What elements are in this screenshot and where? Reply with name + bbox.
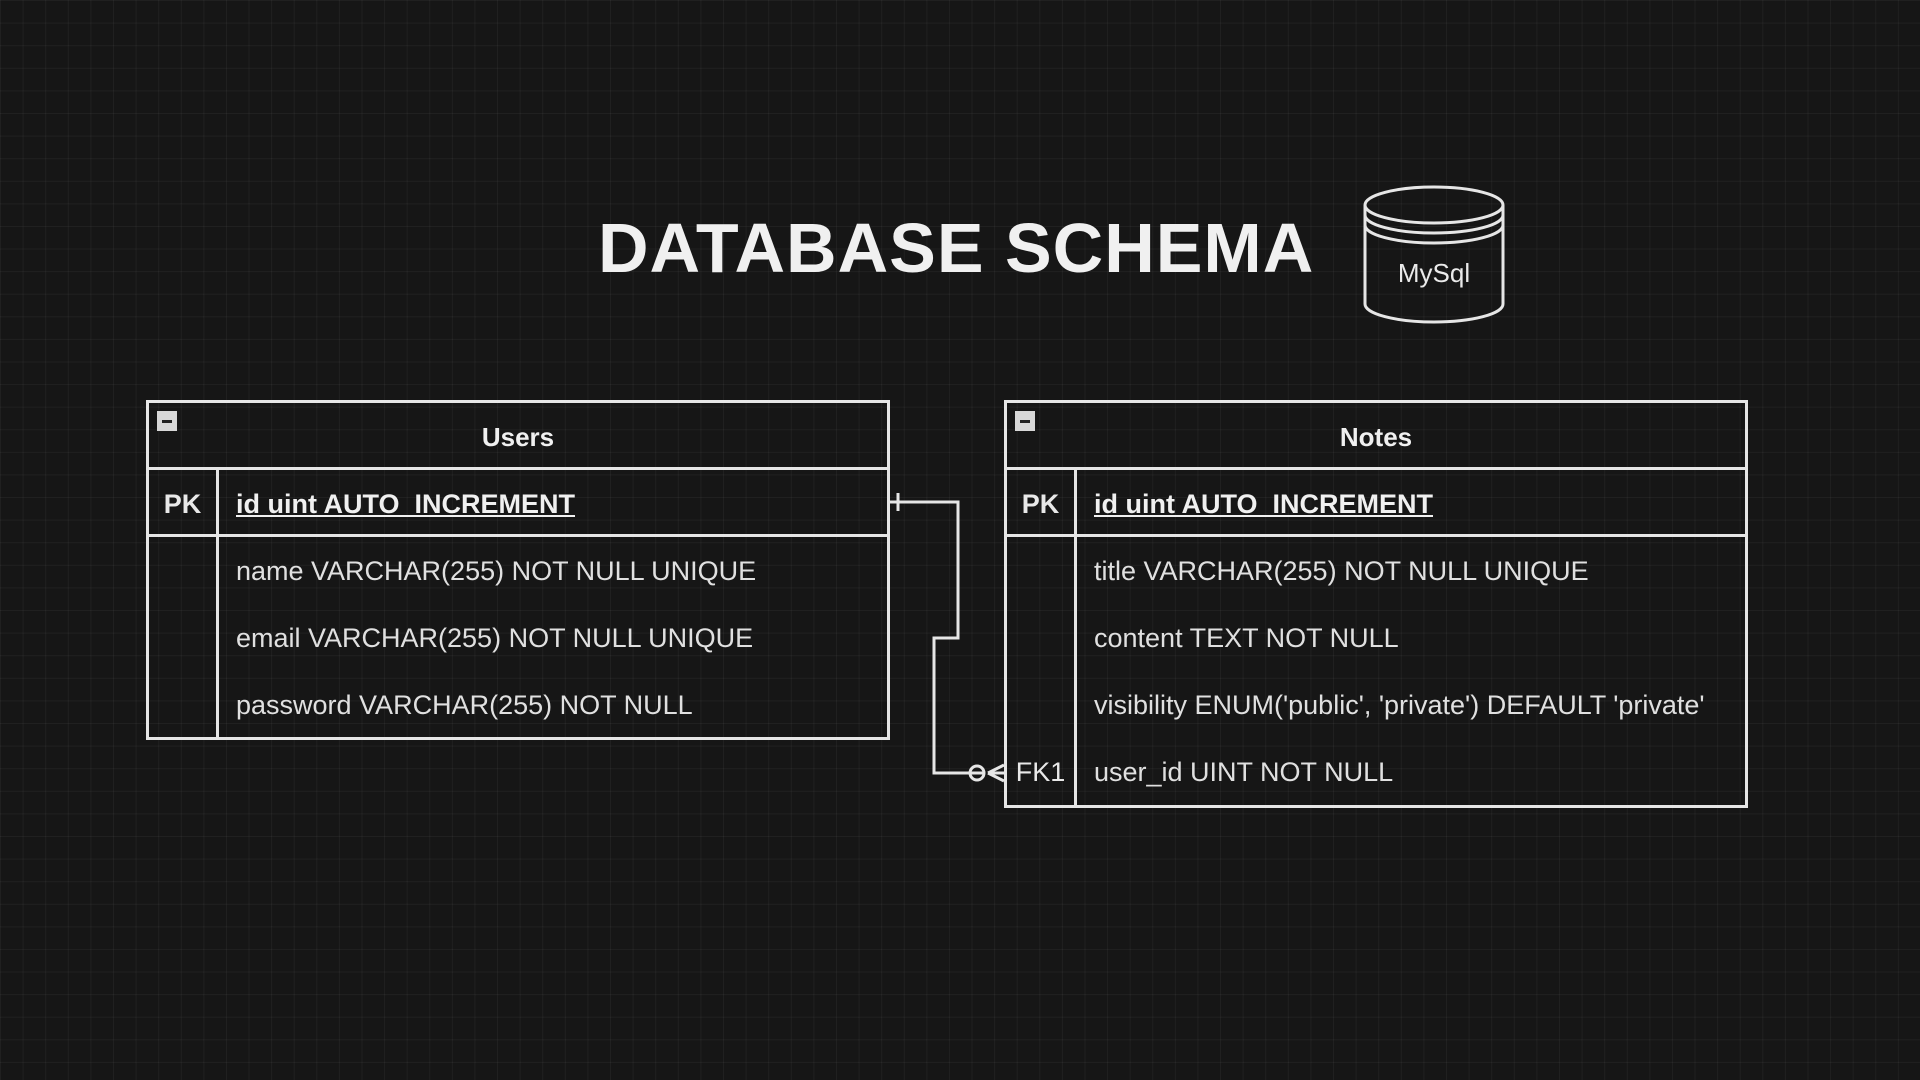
cylinder-database-icon (1363, 185, 1505, 324)
field-text: id uint AUTO_INCREMENT (236, 489, 575, 519)
table-row[interactable]: email VARCHAR(255) NOT NULL UNIQUE (149, 604, 887, 671)
notes-table-name: Notes (1339, 422, 1413, 452)
field-text: password VARCHAR(255) NOT NULL (236, 690, 693, 720)
table-row[interactable]: name VARCHAR(255) NOT NULL UNIQUE (149, 537, 887, 604)
users-table[interactable]: Users PK id uint AUTO_INCREMENT name VAR… (146, 400, 890, 740)
table-row[interactable]: FK1 user_id UINT NOT NULL (1007, 738, 1745, 805)
connector-line (890, 500, 985, 775)
notes-table-header: Notes (1007, 403, 1745, 470)
collapse-icon[interactable] (1015, 411, 1035, 431)
field-text: id uint AUTO_INCREMENT (1094, 489, 1433, 519)
table-row[interactable]: password VARCHAR(255) NOT NULL (149, 671, 887, 738)
key-label: PK (163, 489, 202, 519)
table-row[interactable]: content TEXT NOT NULL (1007, 604, 1745, 671)
field-text: email VARCHAR(255) NOT NULL UNIQUE (236, 623, 754, 653)
key-column-divider (216, 470, 219, 737)
field-text: name VARCHAR(255) NOT NULL UNIQUE (236, 556, 757, 586)
key-column-divider (1074, 470, 1077, 805)
key-label: PK (1021, 489, 1060, 519)
table-row[interactable]: visibility ENUM('public', 'private') DEF… (1007, 671, 1745, 738)
database-cylinder[interactable]: MySql (1362, 183, 1506, 325)
table-row[interactable]: title VARCHAR(255) NOT NULL UNIQUE (1007, 537, 1745, 604)
field-text: visibility ENUM('public', 'private') DEF… (1094, 690, 1705, 720)
table-row[interactable]: PK id uint AUTO_INCREMENT (149, 470, 887, 537)
zero-cardinality-circle (968, 764, 986, 782)
table-row[interactable]: PK id uint AUTO_INCREMENT (1007, 470, 1745, 537)
page-title: DATABASE SCHEMA (598, 209, 1315, 287)
crow-foot-lower (987, 771, 1005, 783)
users-table-name: Users (481, 422, 555, 452)
field-text: content TEXT NOT NULL (1094, 623, 1399, 653)
database-label: MySql (1397, 258, 1471, 288)
users-table-header: Users (149, 403, 887, 470)
key-label: FK1 (1015, 757, 1066, 787)
notes-table[interactable]: Notes PK id uint AUTO_INCREMENT title VA… (1004, 400, 1748, 808)
collapse-icon[interactable] (157, 411, 177, 431)
field-text: user_id UINT NOT NULL (1094, 757, 1394, 787)
field-text: title VARCHAR(255) NOT NULL UNIQUE (1094, 556, 1589, 586)
